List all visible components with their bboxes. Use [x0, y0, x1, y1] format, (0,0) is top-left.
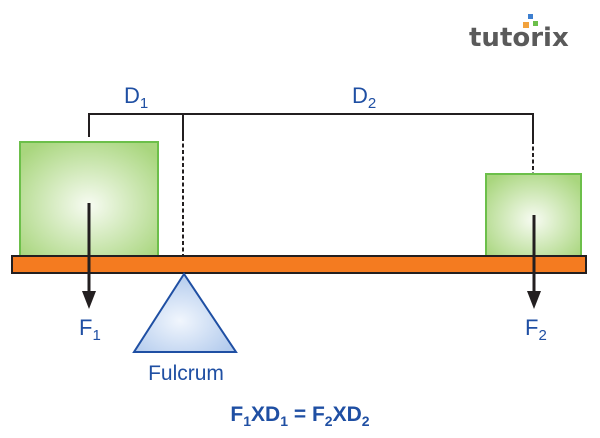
logo-dot-blue: [528, 14, 533, 19]
fulcrum-label: Fulcrum: [148, 362, 224, 385]
label-d2: D2: [352, 83, 376, 112]
eq-part-main: F: [230, 403, 243, 426]
label-f1: F1: [79, 315, 101, 344]
label-f2-main: F: [525, 315, 538, 340]
logo-text: tutorix: [469, 23, 569, 53]
tutorix-logo: tutorix: [469, 14, 569, 53]
label-d1: D1: [124, 83, 148, 112]
eq-part-sub: 1: [243, 413, 251, 429]
logo-dot-orange: [523, 22, 529, 28]
label-f2: F2: [525, 315, 547, 344]
force-arrow-f1: [82, 203, 96, 309]
label-d2-sub: 2: [368, 95, 376, 112]
eq-part-sub: 2: [325, 413, 333, 429]
eq-part-main: XD: [333, 403, 362, 426]
label-d1-sub: 1: [140, 95, 148, 112]
logo-dot-green: [533, 21, 538, 26]
label-d2-main: D: [352, 83, 368, 108]
lever-beam: [11, 255, 587, 274]
label-f2-sub: 2: [538, 327, 546, 344]
label-f1-sub: 1: [92, 327, 100, 344]
eq-part-main: XD: [251, 403, 280, 426]
lever-equation: F1XD1 = F2XD2: [230, 403, 369, 429]
eq-part-main: = F: [288, 403, 325, 426]
arrow-down-icon: [82, 291, 96, 309]
fulcrum-triangle: [132, 272, 238, 353]
arrow-down-icon: [527, 291, 541, 309]
distance-bracket: [88, 113, 534, 256]
eq-part-sub: 2: [362, 413, 370, 429]
force-arrow-f2: [527, 215, 541, 309]
label-d1-main: D: [124, 83, 140, 108]
label-f1-main: F: [79, 315, 92, 340]
eq-part-sub: 1: [280, 413, 288, 429]
